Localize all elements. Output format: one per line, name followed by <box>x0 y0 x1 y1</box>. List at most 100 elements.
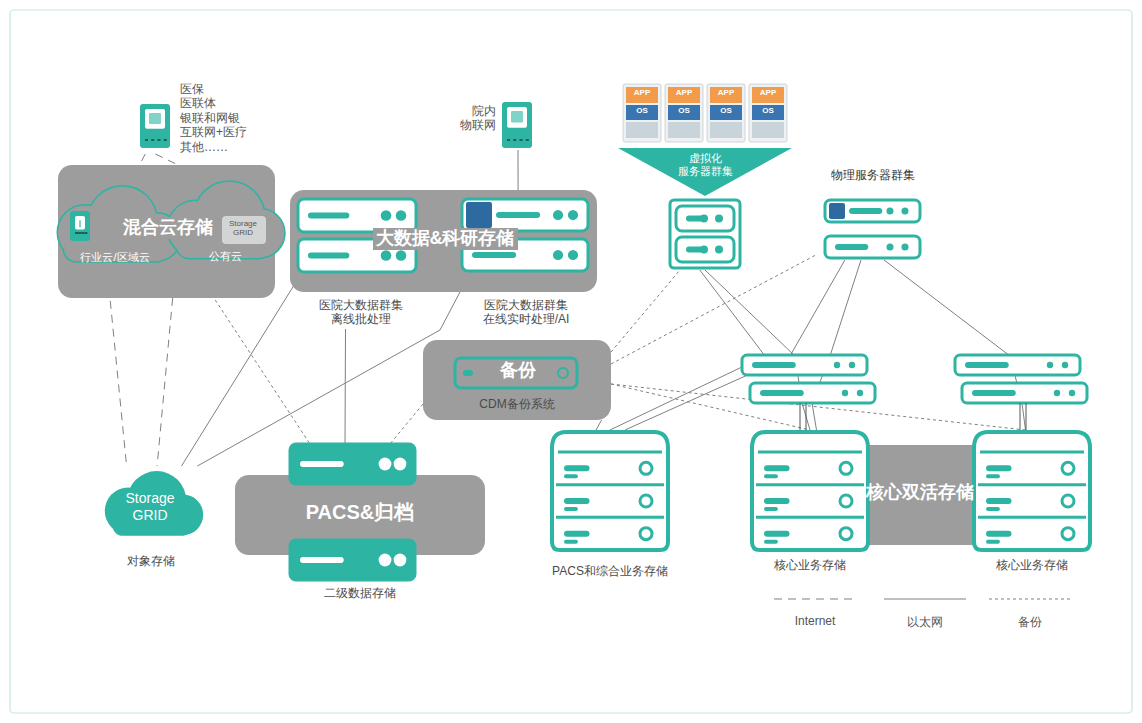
chip-pin <box>84 232 87 234</box>
legend-sample <box>770 592 860 606</box>
text-line: 核心业务存储 <box>996 558 1068 572</box>
backup-panel: 备份CDM备份系统 <box>423 340 611 420</box>
server-led <box>1047 362 1053 368</box>
node-caption: CDM备份系统 <box>423 397 611 411</box>
chip-pin <box>75 232 78 234</box>
virtualization-funnel <box>618 148 792 196</box>
chip-body <box>140 104 170 148</box>
server-led <box>1069 390 1075 396</box>
text-line: OS <box>678 106 690 115</box>
server-led <box>715 215 723 223</box>
server-led <box>396 210 407 221</box>
server-led <box>394 554 407 567</box>
drawer-knob <box>840 495 852 507</box>
text-line: 医保 <box>180 82 204 96</box>
server-badge <box>466 202 492 228</box>
chip-pin <box>158 139 161 141</box>
text-line: GRID <box>233 228 253 237</box>
drawer-bar <box>986 465 1012 471</box>
os-layer <box>710 105 742 120</box>
switch-uplink <box>806 403 807 432</box>
chip-mark <box>149 113 161 124</box>
app-layer <box>626 87 658 103</box>
layer-label: OS <box>668 106 700 115</box>
storage-divider <box>756 516 864 519</box>
archive-panel: PACS&归档二级数据存储 <box>235 444 485 602</box>
switch-uplink <box>800 403 801 432</box>
text-line: 医院大数据群集 <box>484 298 568 312</box>
app-card <box>665 84 703 142</box>
external-chip: 医保医联体银联和网银互联网+医疗其他…… <box>135 82 305 154</box>
physical-cluster: 物理服务器群集 <box>815 168 930 260</box>
chip-pin <box>78 232 81 234</box>
connector <box>596 420 602 430</box>
text-line: 对象存储 <box>127 554 175 568</box>
storage-array: PACS和综合业务存储 <box>540 430 680 582</box>
server-bar <box>308 213 349 219</box>
backup-unit <box>455 358 577 388</box>
chip-window <box>145 109 165 129</box>
node-title: 核心业务存储 <box>740 558 880 572</box>
storage-divider <box>556 516 664 519</box>
server-led <box>886 207 893 214</box>
node-title: 公有云 <box>180 250 270 263</box>
server-unit <box>676 237 734 262</box>
text-line: 院内 <box>472 104 496 118</box>
storage-lid <box>980 451 1084 454</box>
connector <box>108 273 127 466</box>
drawer-bar <box>986 540 1000 544</box>
chip-window <box>507 107 527 128</box>
server-led <box>842 390 848 396</box>
node-art <box>540 430 680 582</box>
text-line: APP <box>718 88 734 97</box>
layer-label: APP <box>668 88 700 97</box>
server-led <box>901 243 908 250</box>
hw-layer <box>626 122 658 138</box>
drawer-bar <box>564 474 578 478</box>
layer-label: OS <box>626 106 658 115</box>
chip-window <box>75 216 85 230</box>
text-line: OS <box>720 106 732 115</box>
chip-pin <box>507 139 510 141</box>
layer-label: OS <box>710 106 742 115</box>
switch-uplink <box>1026 403 1027 432</box>
server-unit <box>955 355 1080 375</box>
connector <box>611 255 815 364</box>
storage-array: 核心业务存储 <box>967 430 1097 575</box>
text-line: APP <box>760 88 776 97</box>
server-led <box>886 243 893 250</box>
text-line: 核心双活存储 <box>866 482 974 504</box>
text-line: 互联网+医疗 <box>180 125 247 139</box>
node-title: PACS&归档 <box>245 500 475 524</box>
connector <box>611 270 680 352</box>
hw-layer <box>710 122 742 138</box>
drawer-bar <box>764 540 778 544</box>
node-title: 大数据&科研存储 <box>350 228 540 250</box>
storage-lid <box>758 451 862 454</box>
server-led <box>901 207 908 214</box>
chip-body <box>70 211 90 241</box>
node-title: PACS和综合业务存储 <box>525 564 695 578</box>
server-led <box>396 250 407 261</box>
legend-sample <box>880 592 970 606</box>
server-led <box>1062 362 1068 368</box>
drawer-bar <box>764 465 790 471</box>
server-group: 医院大数据群集离线批处理 <box>298 197 423 329</box>
server-led <box>379 458 392 471</box>
server-bar <box>972 390 1016 396</box>
os-layer <box>752 105 784 120</box>
server-badge <box>829 203 845 219</box>
text-line: 在线实时处理/AI <box>483 312 570 326</box>
storagegrid-badge <box>222 216 266 244</box>
connector <box>705 270 810 430</box>
server-led <box>715 246 723 254</box>
server-unit <box>298 199 416 232</box>
text-line: 银联和网银 <box>180 111 240 125</box>
storage-divider <box>756 483 864 486</box>
storage-lid <box>558 451 662 454</box>
text-line: 物联网 <box>460 118 496 132</box>
connector <box>182 279 299 466</box>
drawer-bar <box>564 498 590 504</box>
text-line: 大数据&科研存储 <box>373 228 518 250</box>
